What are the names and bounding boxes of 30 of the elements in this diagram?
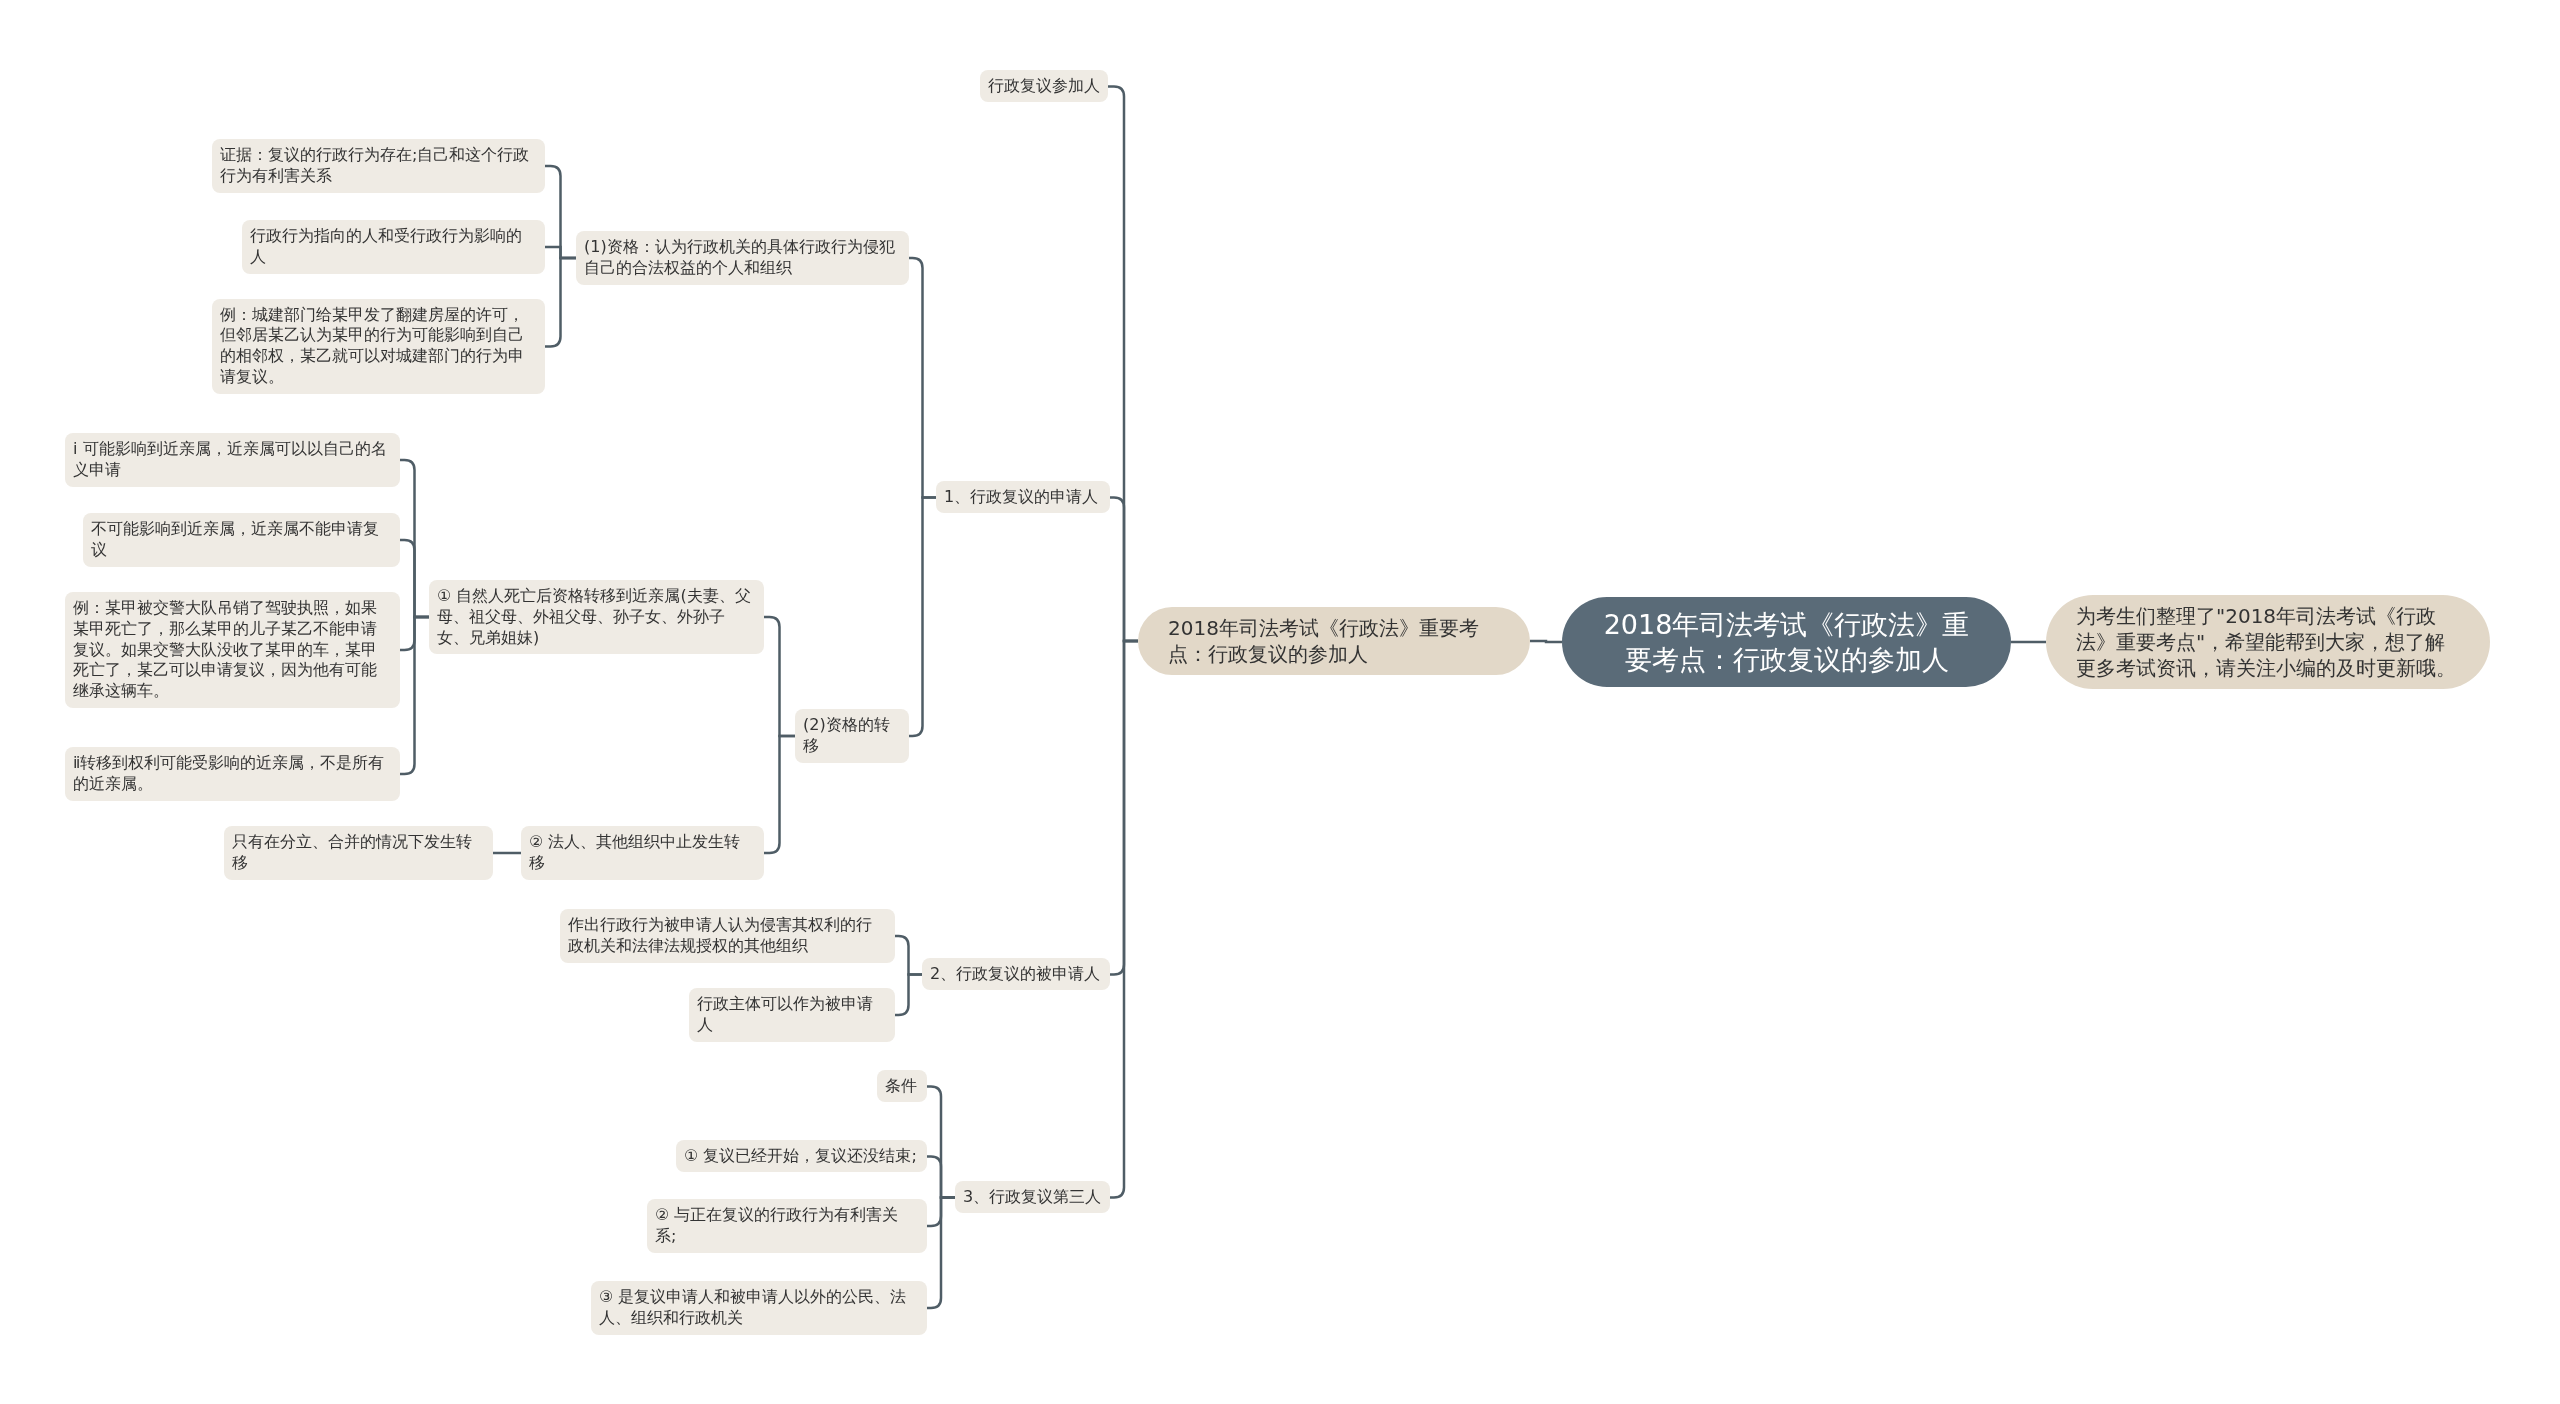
topic-box: ② 法人、其他组织中止发生转移 — [521, 826, 764, 880]
topic-box: ⅱ转移到权利可能受影响的近亲属，不是所有的近亲属。 — [65, 747, 400, 801]
topic-box: 例：城建部门给某甲发了翻建房屋的许可，但邻居某乙认为某甲的行为可能影响到自己的相邻权，某乙就可以对城建部门的行为申请复议。 — [212, 298, 545, 394]
central-topic: 2018年司法考试《行政法》重要考点：行政复议的参加人 — [1562, 597, 2011, 688]
topic-box: (2)资格的转移 — [795, 709, 909, 763]
topic-box: 条件 — [877, 1069, 927, 1103]
topic-box: (1)资格：认为行政机关的具体行政行为侵犯自己的合法权益的个人和组织 — [576, 231, 909, 285]
topic-box: 只有在分立、合并的情况下发生转移 — [224, 826, 493, 880]
connector-line — [2011, 640, 2046, 644]
topic-box: ③ 是复议申请人和被申请人以外的公民、法人、组织和行政机关 — [591, 1281, 927, 1335]
topic-box: 作出行政行为被申请人认为侵害其权利的行政机关和法律法规授权的其他组织 — [560, 909, 895, 963]
connector-line — [493, 851, 521, 855]
connector-line — [895, 973, 922, 1017]
topic-box: 例：某甲被交警大队吊销了驾驶执照，如果某甲死亡了，那么某甲的儿子某乙不能申请复议。如果交警大队没收了某甲的车，某甲死亡了，某乙可以申请复议，因为他有可能继承这辆车。 — [65, 592, 400, 708]
topic-box: ② 与正在复议的行政行为有利害关系; — [647, 1199, 927, 1253]
topic-box: 2018年司法考试《行政法》重要考点：行政复议的参加人 — [1138, 607, 1530, 675]
topic-box: 为考生们整理了"2018年司法考试《行政法》重要考点"，希望能帮到大家，想了解更多考试资讯，请关注小编的及时更新哦。 — [2046, 595, 2490, 689]
topic-box: 2、行政复议的被申请人 — [922, 957, 1110, 991]
topic-box: 1、行政复议的申请人 — [936, 480, 1110, 514]
topic-box: ① 自然人死亡后资格转移到近亲属(夫妻、父母、祖父母、外祖父母、孙子女、外孙子女、兄弟姐妹) — [429, 580, 764, 655]
topic-box: 行政主体可以作为被申请人 — [689, 988, 895, 1042]
topic-box: 3、行政复议第三人 — [955, 1180, 1110, 1214]
topic-box: 行政复议参加人 — [980, 69, 1108, 103]
connector-line — [1109, 639, 1138, 1199]
topic-box: 不可能影响到近亲属，近亲属不能申请复议 — [83, 513, 400, 567]
topic-box: 行政行为指向的人和受行政行为影响的人 — [242, 220, 545, 274]
topic-box: ① 复议已经开始，复议还没结束; — [676, 1139, 927, 1173]
topic-box: 证据：复议的行政行为存在;自己和这个行政行为有利害关系 — [212, 139, 545, 193]
topic-box: ⅰ 可能影响到近亲属，近亲属可以以自己的名义申请 — [65, 433, 400, 487]
connector-line — [1530, 639, 1562, 644]
